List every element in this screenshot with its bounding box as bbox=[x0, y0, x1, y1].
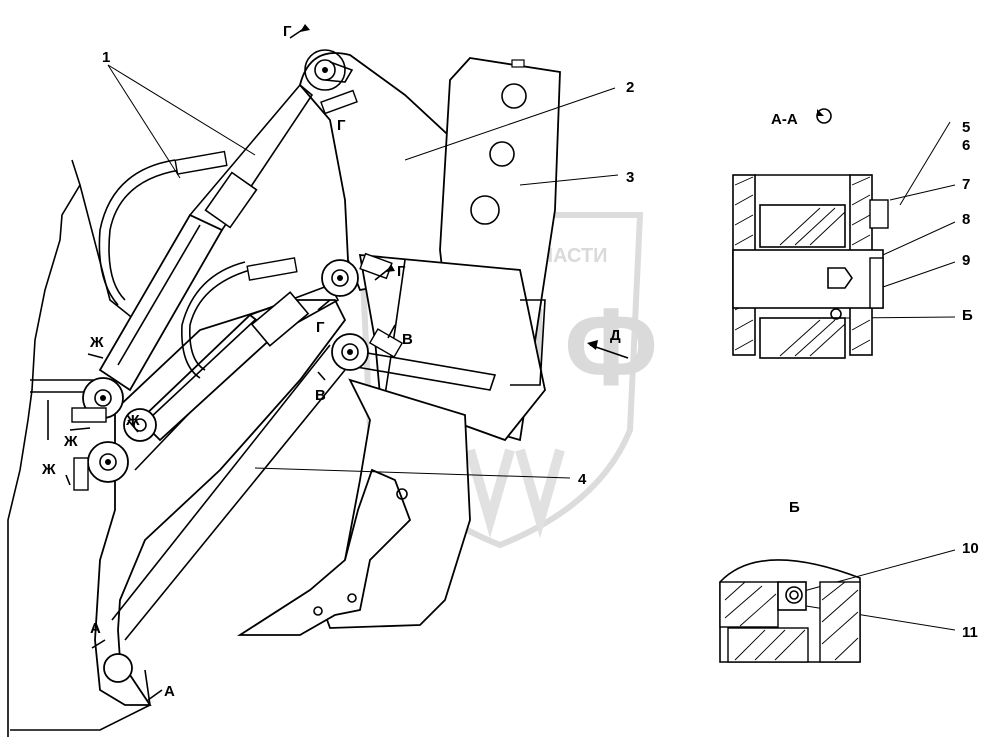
callout-2: 2 bbox=[626, 79, 634, 96]
mark-g-mid: Г bbox=[337, 117, 346, 134]
mark-v-2: В bbox=[315, 387, 326, 404]
detail-b-view bbox=[719, 559, 861, 663]
main-frame bbox=[7, 159, 151, 737]
callout-labels: 1 2 3 4 5 6 7 8 9 10 11 bbox=[102, 49, 979, 641]
callout-11: 11 bbox=[962, 624, 978, 641]
mark-v-1: В bbox=[402, 331, 413, 348]
mark-g-under: Г bbox=[316, 319, 325, 336]
mark-zh-4: Ж bbox=[41, 461, 56, 478]
mark-g-top: Г bbox=[283, 23, 292, 40]
mark-zh-3: Ж bbox=[63, 433, 78, 450]
section-arrows bbox=[65, 24, 629, 701]
mark-zh-1: Ж bbox=[89, 334, 104, 351]
callout-6: 6 bbox=[962, 137, 970, 154]
callout-3: 3 bbox=[626, 169, 634, 186]
callout-9: 9 bbox=[962, 252, 970, 269]
hoses bbox=[98, 150, 298, 379]
boom-part-4 bbox=[94, 299, 347, 706]
mark-zh-2: Ж bbox=[125, 412, 140, 429]
ripper-tooth bbox=[236, 378, 471, 636]
mark-d: Д bbox=[610, 327, 621, 344]
section-aa-view bbox=[732, 108, 889, 359]
mark-a-1: А bbox=[90, 620, 101, 637]
hydraulic-cylinder-upper bbox=[98, 83, 314, 392]
mark-b-ref: Б bbox=[962, 307, 973, 324]
section-aa-title: А-А bbox=[771, 111, 798, 128]
callout-5: 5 bbox=[962, 119, 970, 136]
callout-7: 7 bbox=[962, 176, 970, 193]
section-mark-labels: Г Г Г Г В В Д Ж Ж Ж Ж А А Б bbox=[41, 23, 973, 700]
callout-4: 4 bbox=[578, 471, 587, 488]
detail-b-title: Б bbox=[789, 499, 800, 516]
callout-1: 1 bbox=[102, 49, 110, 66]
callout-8: 8 bbox=[962, 211, 970, 228]
pin-joints bbox=[71, 89, 404, 683]
hydraulic-cylinder-lower bbox=[138, 284, 340, 442]
callout-10: 10 bbox=[962, 540, 979, 557]
mark-a-2: А bbox=[164, 683, 175, 700]
view-titles: А-А Б bbox=[771, 111, 800, 516]
mark-g-low: Г bbox=[397, 263, 406, 280]
